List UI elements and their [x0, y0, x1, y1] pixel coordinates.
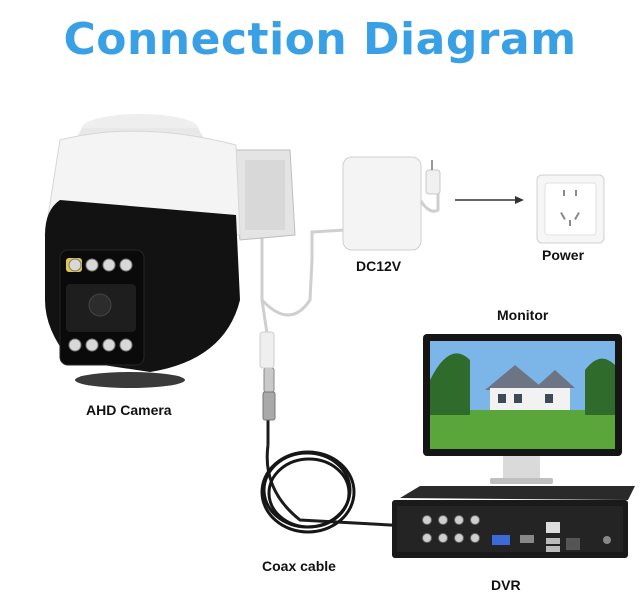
label-dc12v: DC12V [356, 258, 402, 274]
coax-wire [265, 420, 441, 529]
dvr [392, 486, 635, 558]
label-power: Power [542, 247, 585, 263]
monitor [423, 334, 622, 484]
power-socket [536, 174, 605, 244]
coax-coil [260, 450, 356, 534]
power-arrow [455, 196, 524, 204]
label-dvr: DVR [491, 577, 521, 593]
dc12v-adapter [342, 156, 441, 251]
label-coax-cable: Coax cable [262, 558, 336, 574]
label-monitor: Monitor [497, 307, 549, 323]
diagram-title: Connection Diagram [63, 14, 577, 65]
ahd-camera [44, 114, 296, 388]
power-wires [260, 190, 440, 341]
label-ahd-camera: AHD Camera [86, 402, 172, 418]
bnc-connector [259, 331, 276, 421]
